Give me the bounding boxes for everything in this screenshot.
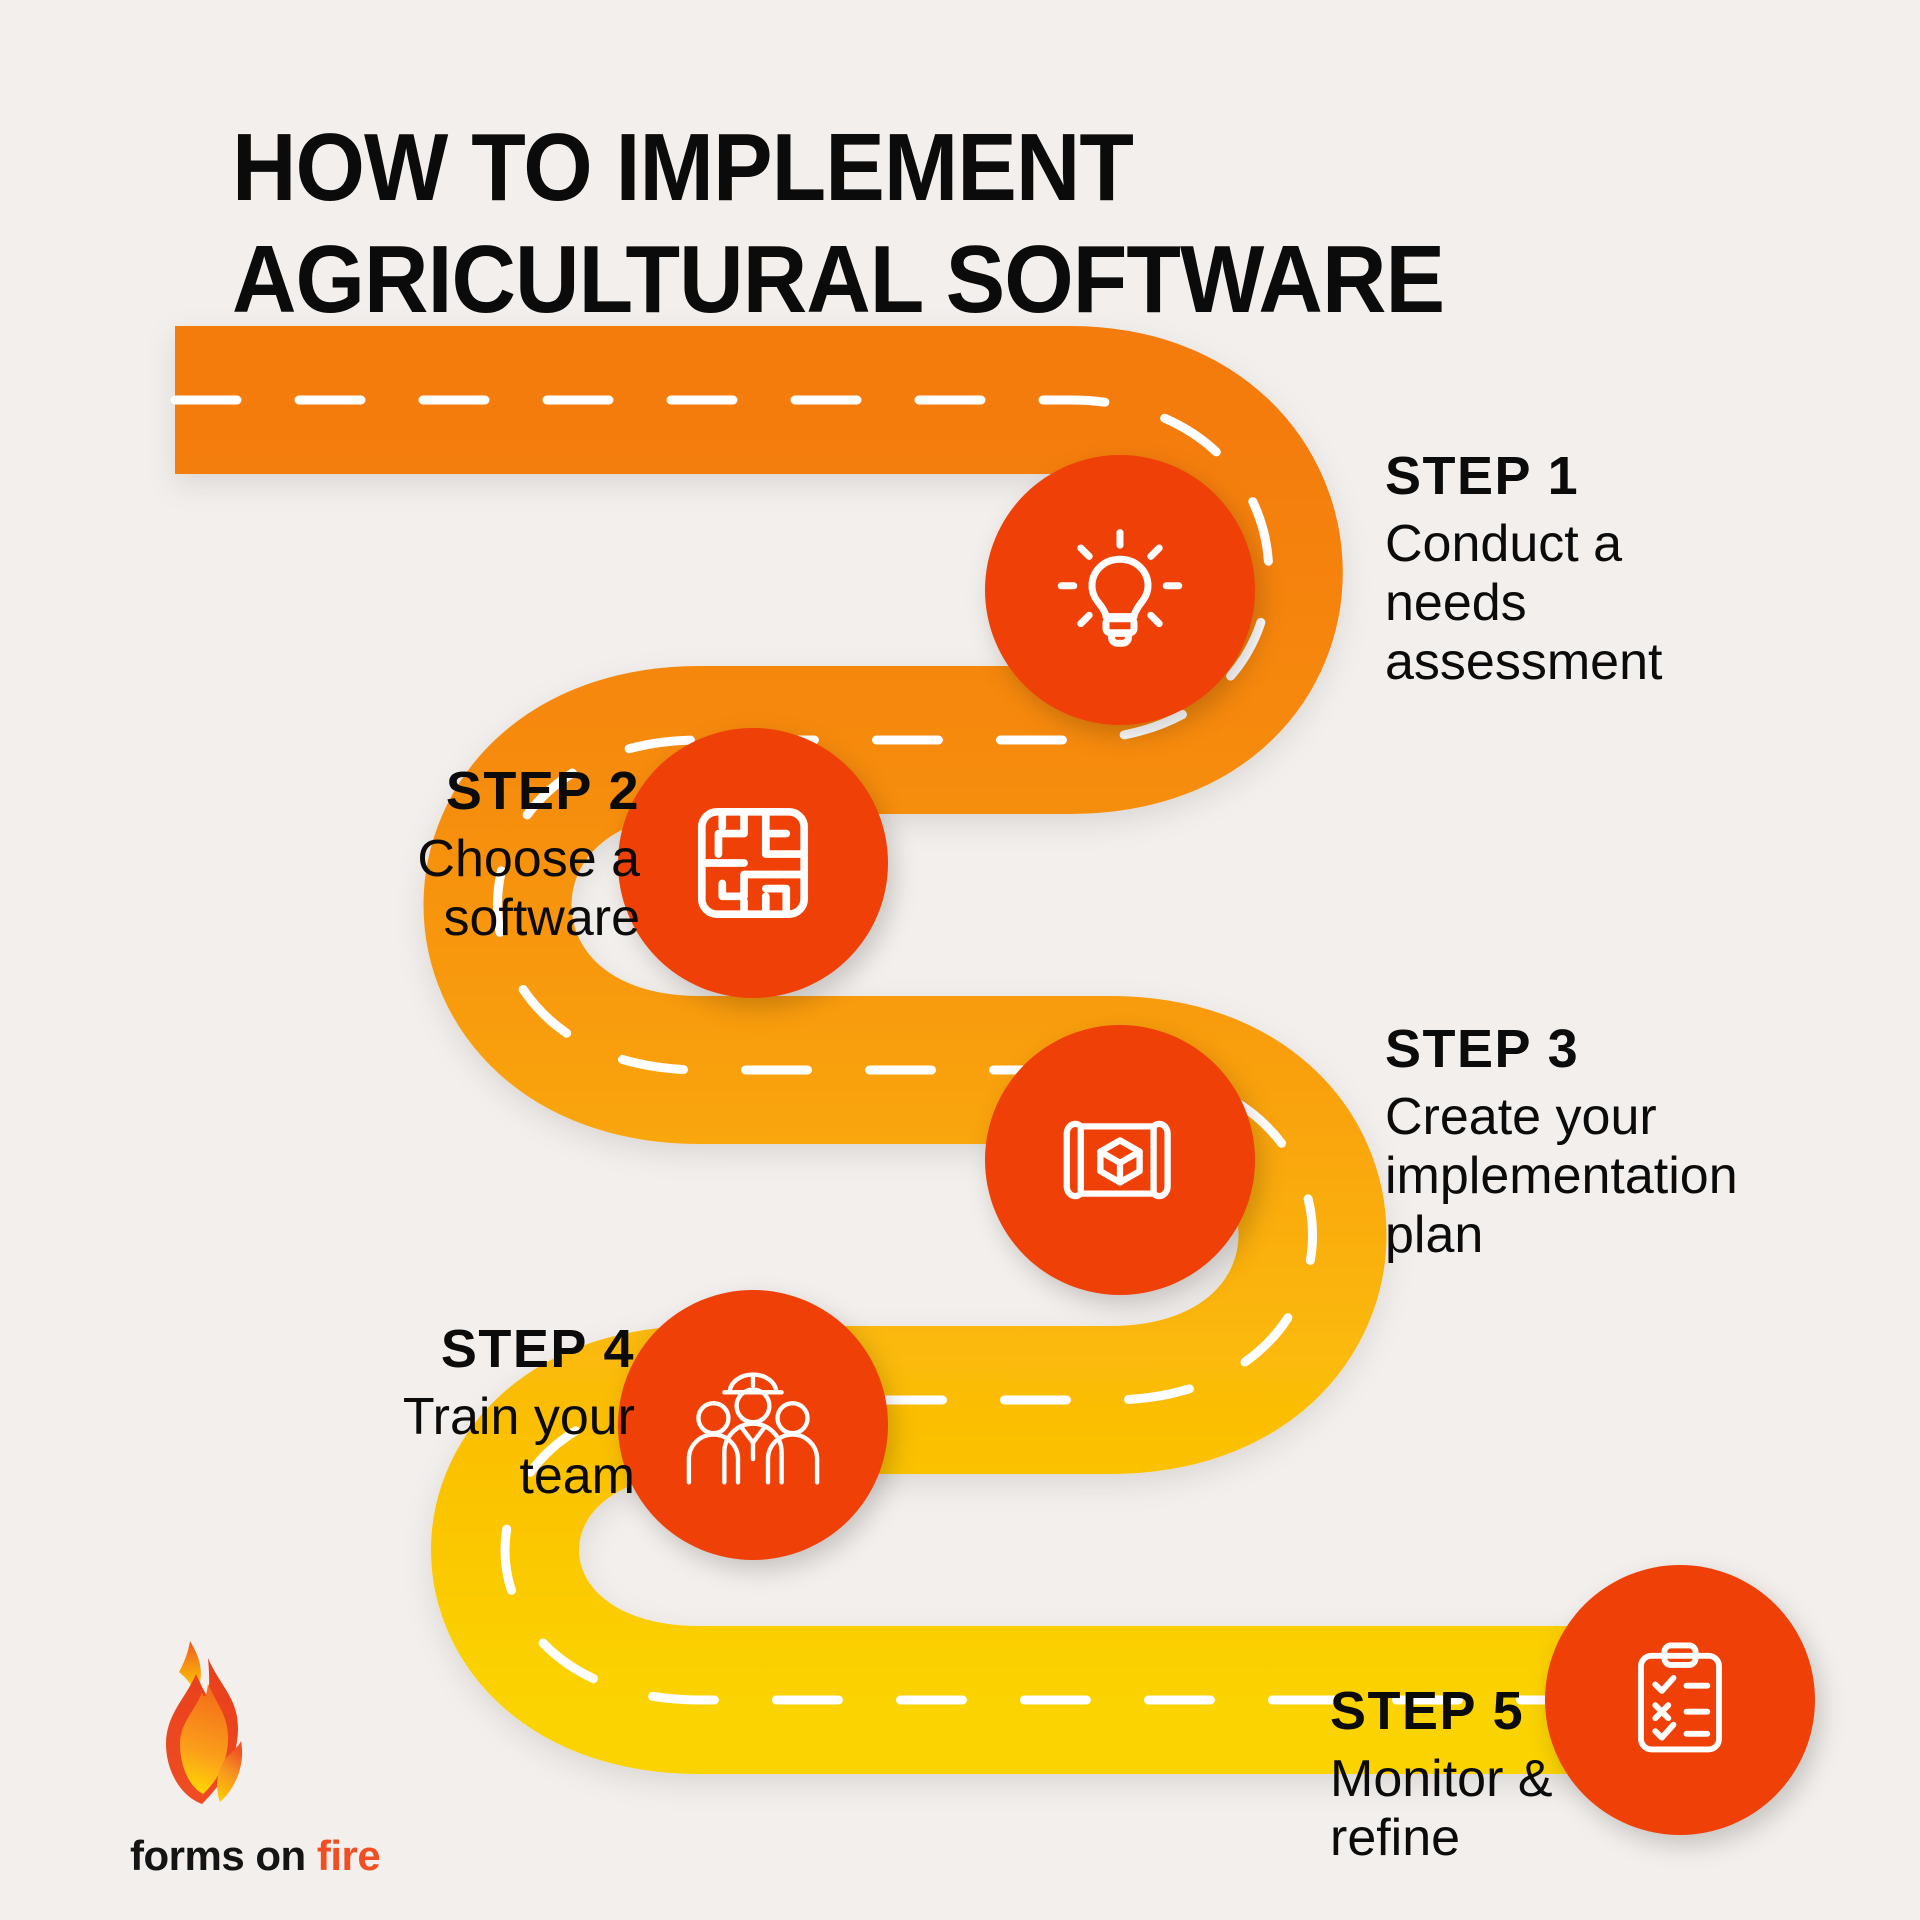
step-text-3: STEP 3 Create your implementation plan	[1385, 1018, 1855, 1266]
step-description-1: Conduct a needs assessment	[1385, 514, 1663, 692]
page-title: HOW TO IMPLEMENT AGRICULTURAL SOFTWARE	[232, 114, 1445, 333]
flame-icon	[166, 1641, 243, 1804]
logo-word-accent: fire	[316, 1832, 381, 1879]
step-text-4: STEP 4 Train your team	[175, 1318, 635, 1506]
step-node-3[interactable]	[985, 1025, 1255, 1295]
checklist-clipboard-icon	[1615, 1635, 1745, 1765]
step-label-4: STEP 4	[440, 1319, 635, 1379]
lightbulb-icon	[1050, 520, 1190, 660]
step-node-5[interactable]	[1545, 1565, 1815, 1835]
team-icon	[678, 1355, 828, 1495]
step-label-1: STEP 1	[1385, 446, 1580, 506]
brand-logo[interactable]: forms on fire	[130, 1636, 430, 1880]
step-description-3: Create your implementation plan	[1385, 1087, 1738, 1265]
step-description-2: Choose a software	[417, 829, 640, 947]
step-text-1: STEP 1 Conduct a needs assessment	[1385, 445, 1815, 693]
step-description-4: Train your team	[402, 1387, 635, 1505]
step-node-4[interactable]	[618, 1290, 888, 1560]
step-label-5: STEP 5	[1330, 1681, 1525, 1741]
step-node-1[interactable]	[985, 455, 1255, 725]
step-description-5: Monitor & refine	[1330, 1749, 1553, 1867]
step-node-2[interactable]	[618, 728, 888, 998]
step-label-3: STEP 3	[1385, 1019, 1580, 1079]
maze-icon	[689, 799, 817, 927]
blueprint-icon	[1050, 1090, 1190, 1230]
logo-word-primary: forms on	[130, 1832, 317, 1879]
logo-wordmark: forms on fire	[130, 1832, 430, 1880]
step-text-2: STEP 2 Choose a software	[200, 760, 640, 948]
step-label-2: STEP 2	[445, 761, 640, 821]
step-text-5: STEP 5 Monitor & refine	[1330, 1680, 1780, 1868]
